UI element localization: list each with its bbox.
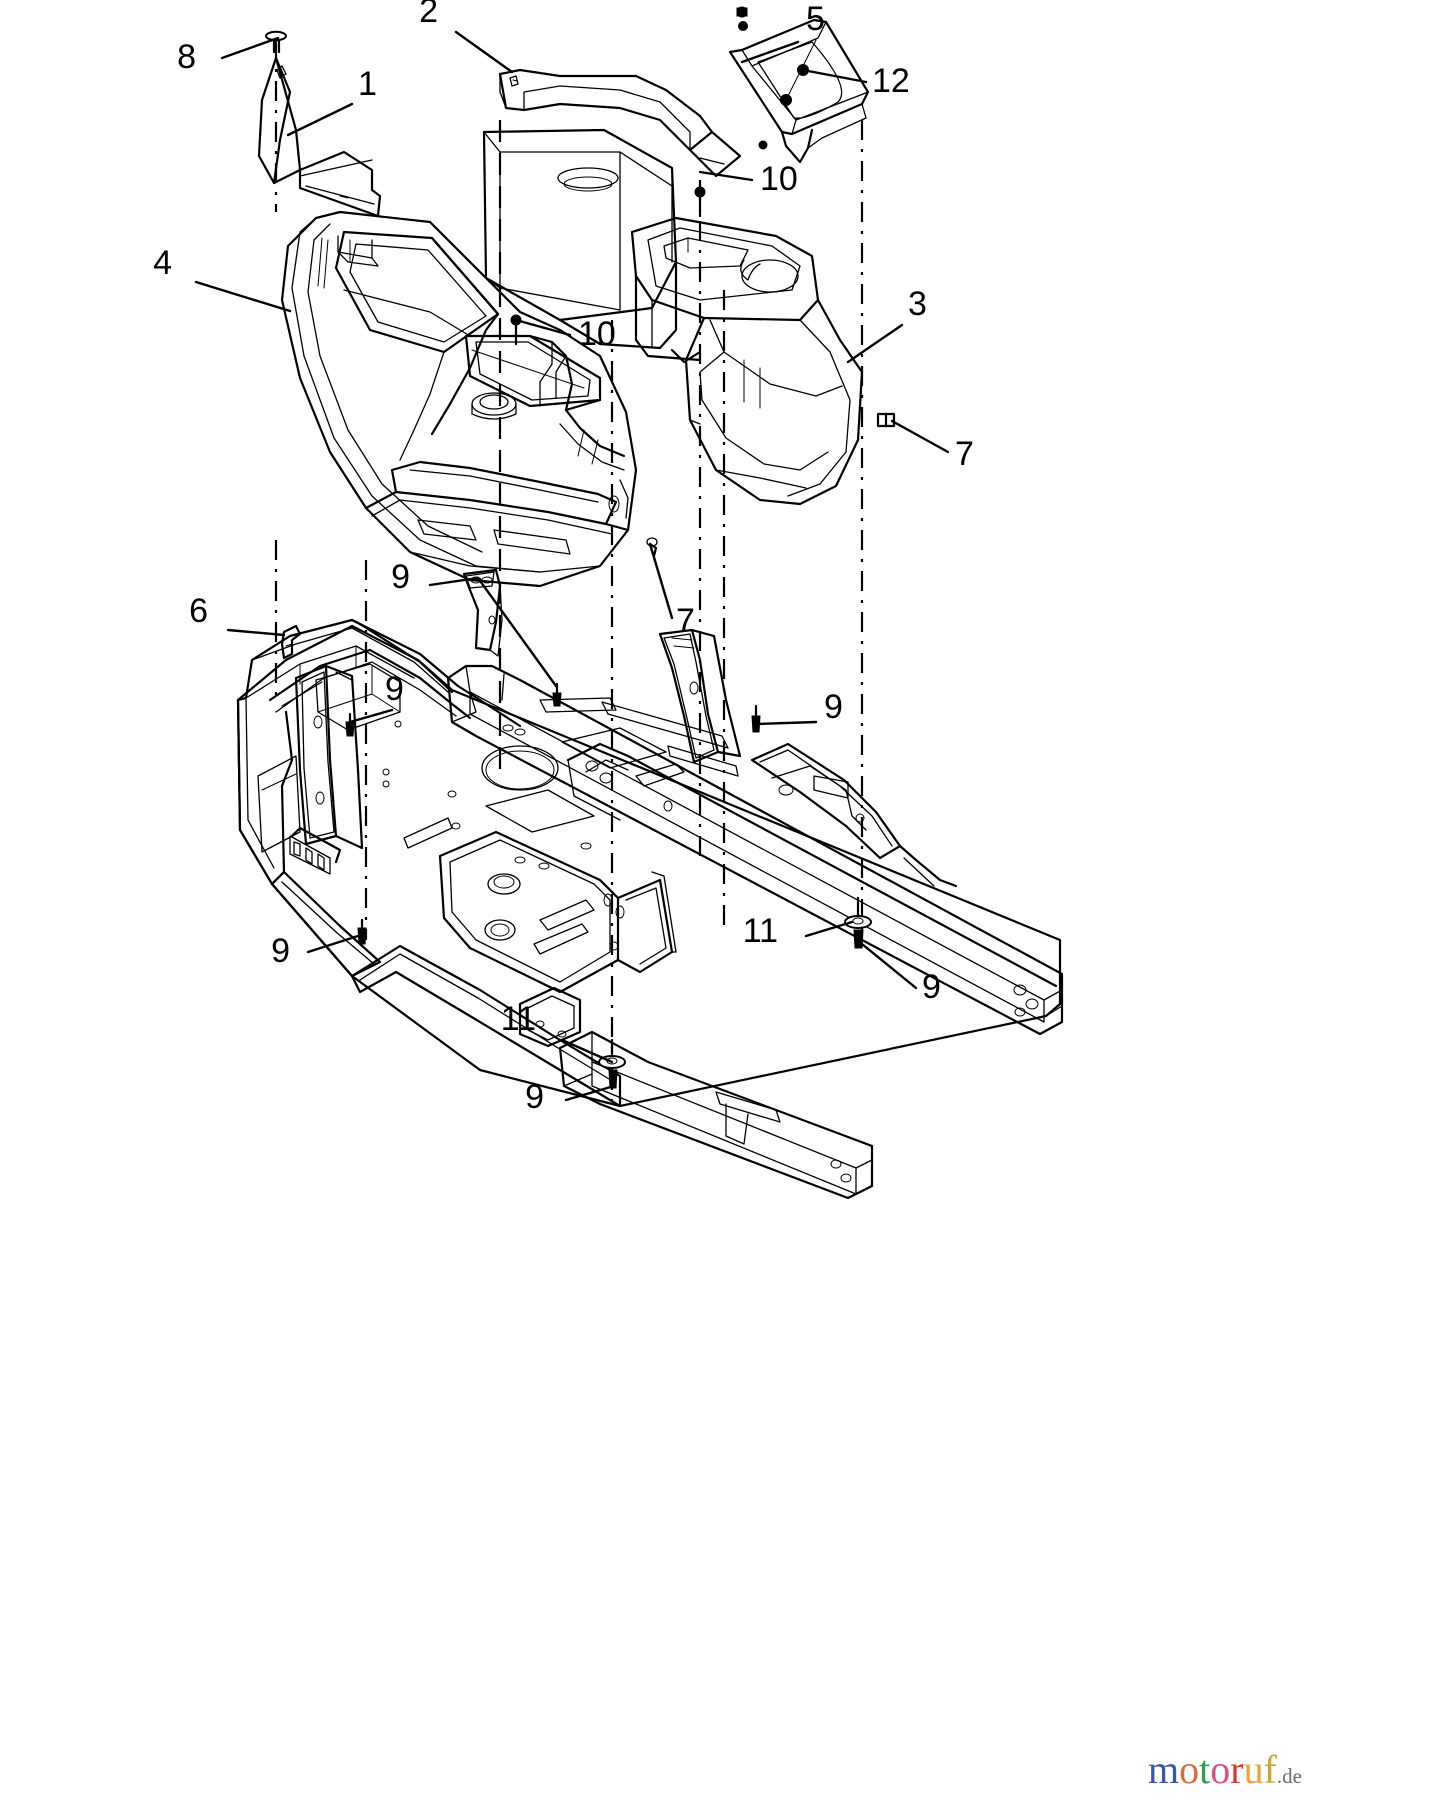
callout-11b: 11 [501, 1000, 536, 1038]
leader-9e [306, 934, 360, 954]
callout-10a: 10 [760, 160, 798, 198]
leader-9f [564, 1084, 616, 1102]
part-4-console-hood [280, 210, 658, 588]
logo-letter-o2: o [1210, 1747, 1231, 1792]
callout-9d: 9 [922, 968, 941, 1006]
leader-7b [648, 542, 674, 620]
callout-9f: 9 [525, 1078, 544, 1116]
callout-7a: 7 [955, 435, 974, 473]
part-6-clip [280, 624, 302, 660]
part-9-bracket-left [462, 568, 562, 707]
motoruf-watermark-logo: motoruf.de [1148, 1748, 1438, 1792]
logo-letter-o1: o [1179, 1747, 1200, 1792]
callout-9e: 9 [271, 932, 290, 970]
callout-3: 3 [908, 285, 927, 323]
leader-1 [286, 102, 354, 137]
leader-9a2 [476, 576, 558, 688]
leader-5 [740, 40, 800, 64]
leader-12 [801, 68, 868, 84]
part-1-shield-panel [257, 30, 382, 218]
callout-10b: 10 [578, 315, 616, 353]
callout-9a: 9 [391, 558, 410, 596]
part-3-right-fender [630, 216, 896, 506]
part-10-tank-housing [482, 128, 706, 350]
leader-3 [846, 323, 904, 364]
leader-9a [428, 576, 480, 587]
leader-2 [454, 30, 514, 74]
callout-leader-lines [194, 30, 950, 1102]
logo-letter-t: t [1199, 1747, 1211, 1792]
part-5-tray [728, 6, 870, 164]
part-2-side-panel [498, 68, 742, 178]
callout-9c: 9 [824, 688, 843, 726]
leader-9d [860, 942, 918, 990]
leader-10b [514, 318, 572, 337]
leader-9c [754, 720, 818, 726]
callout-5: 5 [806, 0, 825, 38]
logo-letter-f: f [1263, 1747, 1277, 1792]
leader-8 [220, 36, 280, 60]
callout-2: 2 [419, 0, 438, 30]
logo-letter-u: u [1243, 1747, 1264, 1792]
callout-numbers: 8 1 2 5 12 10 4 10 3 7 7 9 6 9 9 11 9 9 … [153, 0, 974, 1116]
frame-assembly [236, 618, 1064, 1200]
leader-7a [890, 419, 950, 454]
leader-11a [804, 920, 854, 938]
leader-9b [348, 708, 394, 724]
callout-4: 4 [153, 244, 172, 282]
callout-8: 8 [177, 38, 196, 76]
logo-suffix-de: .de [1276, 1764, 1302, 1788]
callout-9b: 9 [385, 670, 404, 708]
callout-11a: 11 [743, 912, 778, 950]
leader-10a [698, 170, 754, 182]
leader-11b [560, 1038, 614, 1064]
leader-4 [194, 280, 292, 313]
callout-12: 12 [872, 62, 910, 100]
leader-6 [226, 628, 286, 637]
callout-6: 6 [189, 592, 208, 630]
logo-letter-r: r [1230, 1747, 1244, 1792]
logo-letter-m: m [1148, 1747, 1180, 1792]
callout-7b: 7 [676, 602, 695, 640]
callout-1: 1 [358, 65, 377, 103]
